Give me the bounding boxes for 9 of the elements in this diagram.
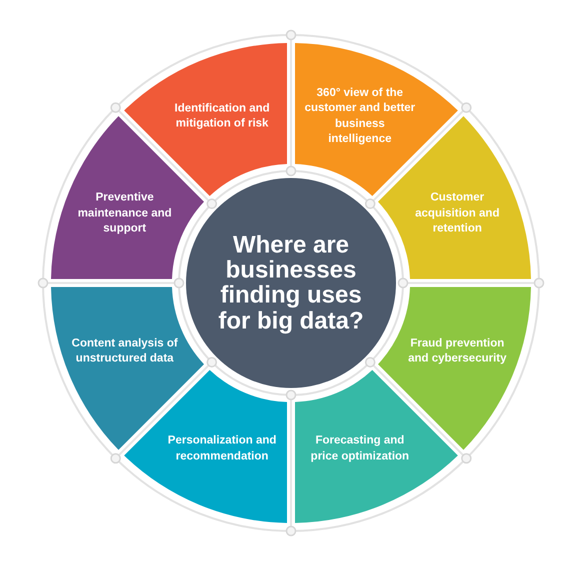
segment-label: Fraud prevention and cybersecurity: [407, 336, 508, 367]
segment-label: Content analysis of unstructured data: [70, 336, 179, 367]
segment-label: Preventive maintenance and support: [76, 190, 173, 237]
segment-label: 360° view of the customer and better business intelligence: [304, 86, 416, 148]
segment-label: Identification and mitigation of risk: [174, 101, 271, 132]
center-question: Where are businesses finding uses for big data?: [217, 232, 365, 334]
segment-label: Customer acquisition and retention: [414, 190, 500, 237]
segment-label: Forecasting and price optimization: [310, 434, 410, 464]
segment-label: Personalization and recommendation: [166, 434, 278, 464]
